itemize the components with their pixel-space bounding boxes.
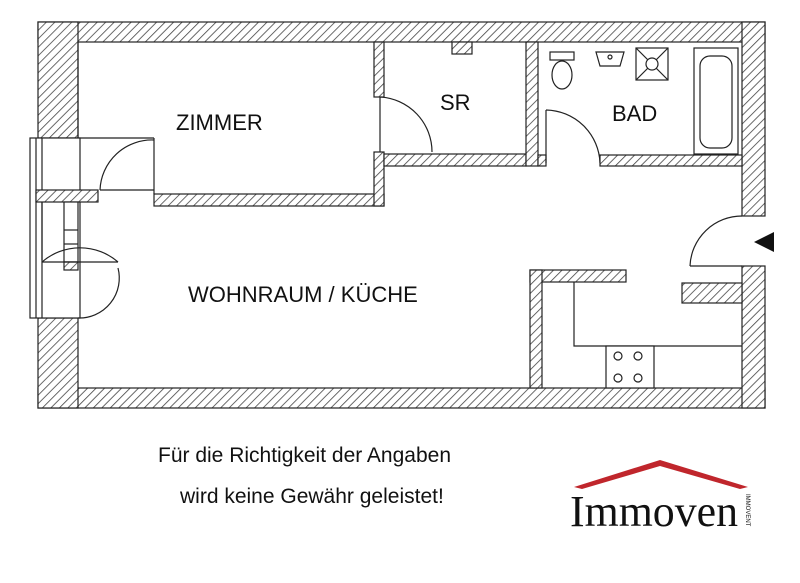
entrance-wall-stub [681, 282, 743, 304]
disclaimer-line-1: Für die Richtigkeit der Angaben [158, 444, 451, 467]
disclaimer-line-2: wird keine Gewähr geleistet! [179, 485, 444, 508]
room-label-zimmer: ZIMMER [176, 110, 263, 135]
wall-sr-bad [525, 41, 539, 167]
wall-zimmer-bottom [153, 193, 385, 207]
wall-zimmer-sr-lower [373, 151, 385, 207]
logo-roof-icon [574, 460, 748, 489]
washbasin-icon [595, 51, 625, 67]
door-zimmer-swing [379, 96, 433, 153]
interior-outlines [77, 42, 155, 318]
wall-zimmer-sr [373, 41, 385, 98]
outer-wall-left-upper [37, 21, 79, 139]
logo-subtext: IMMOVENT [744, 494, 750, 527]
outer-wall-top [37, 21, 766, 43]
kitchen-fixtures [573, 282, 742, 389]
shaft-notch-sr [451, 41, 473, 55]
toilet-icon [549, 51, 575, 90]
outer-wall-right-lower [741, 265, 766, 409]
kitchen-counter-side [529, 269, 543, 389]
outer-wall-bottom [37, 387, 766, 409]
bathroom-fixtures [549, 47, 739, 155]
shower-icon [635, 47, 669, 81]
kitchen-counter-top [529, 269, 627, 283]
walls [37, 21, 766, 409]
left-window [29, 137, 155, 319]
room-label-wohnraum: WOHNRAUM / KÜCHE [188, 282, 418, 307]
company-logo: Immoven IMMOVENT [570, 460, 750, 536]
wall-bad-bottom-left [537, 154, 547, 167]
door-bad-swing [545, 109, 601, 164]
outer-wall-right-upper [741, 21, 766, 217]
room-label-sr: SR [440, 90, 471, 115]
bathtub-icon [693, 47, 739, 155]
wall-bad-bottom-right [599, 154, 743, 167]
outer-wall-left-lower [37, 317, 79, 409]
wall-sr-bottom [383, 153, 527, 167]
doors [379, 96, 743, 267]
entrance-arrow-icon [754, 232, 774, 252]
room-label-bad: BAD [612, 101, 657, 126]
stove-icon [605, 345, 655, 389]
door-entrance-swing [689, 215, 743, 267]
logo-wordmark: Immoven [570, 487, 738, 536]
